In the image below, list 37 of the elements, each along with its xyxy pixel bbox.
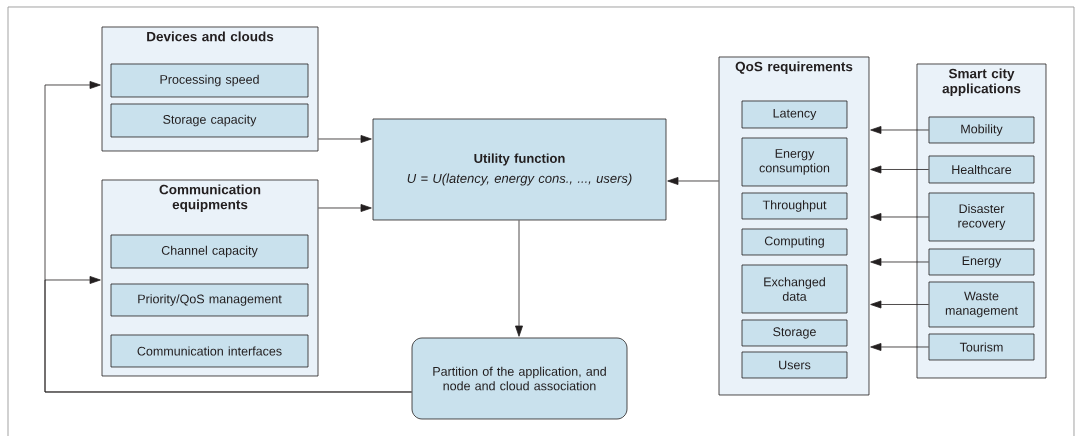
- arrow: [870, 258, 929, 266]
- arrow: [870, 213, 929, 221]
- item-box: Disaster recovery: [928, 192, 1035, 242]
- arrow: [870, 343, 929, 351]
- item-box: Storage: [741, 319, 848, 347]
- item-box: Computing: [741, 228, 848, 256]
- group-heading: QoS requirements: [735, 61, 853, 74]
- arrow: [870, 126, 929, 134]
- item-box: Throughput: [741, 192, 848, 220]
- arrow: [870, 165, 929, 174]
- item-box: Mobility: [928, 116, 1035, 144]
- item-box: Users: [741, 351, 848, 379]
- arrow: [870, 300, 929, 309]
- item-box: Processing speed: [110, 63, 309, 98]
- group-heading: Devices and clouds: [147, 31, 274, 42]
- function-box: [372, 118, 667, 221]
- arrow: [515, 220, 523, 337]
- item-box: Communication interfaces: [110, 334, 309, 368]
- box-heading: Utility function: [474, 153, 565, 166]
- group-heading: Communication equipments: [159, 184, 261, 212]
- item-box: Priority/QoS management: [110, 283, 309, 317]
- item-box: Tourism: [928, 333, 1035, 361]
- item-box: Channel capacity: [110, 234, 309, 269]
- group-heading: Smart city applications: [942, 68, 1021, 96]
- arrow: [44, 276, 412, 393]
- rounded-box: Partition of the application, and node and cloud association: [411, 337, 628, 420]
- item-box: Waste management: [928, 281, 1035, 328]
- formula-text: U = U(latency, energy cons., ..., users): [407, 173, 632, 186]
- arrow: [318, 204, 372, 212]
- item-box: Energy: [928, 248, 1035, 276]
- arrow: [318, 135, 372, 143]
- item-box: Latency: [741, 100, 848, 129]
- item-box: Healthcare: [928, 155, 1035, 184]
- item-box: Energy consumption: [741, 137, 848, 187]
- arrow: [667, 177, 719, 185]
- item-box: Storage capacity: [110, 103, 309, 138]
- item-box: Exchanged data: [741, 264, 848, 314]
